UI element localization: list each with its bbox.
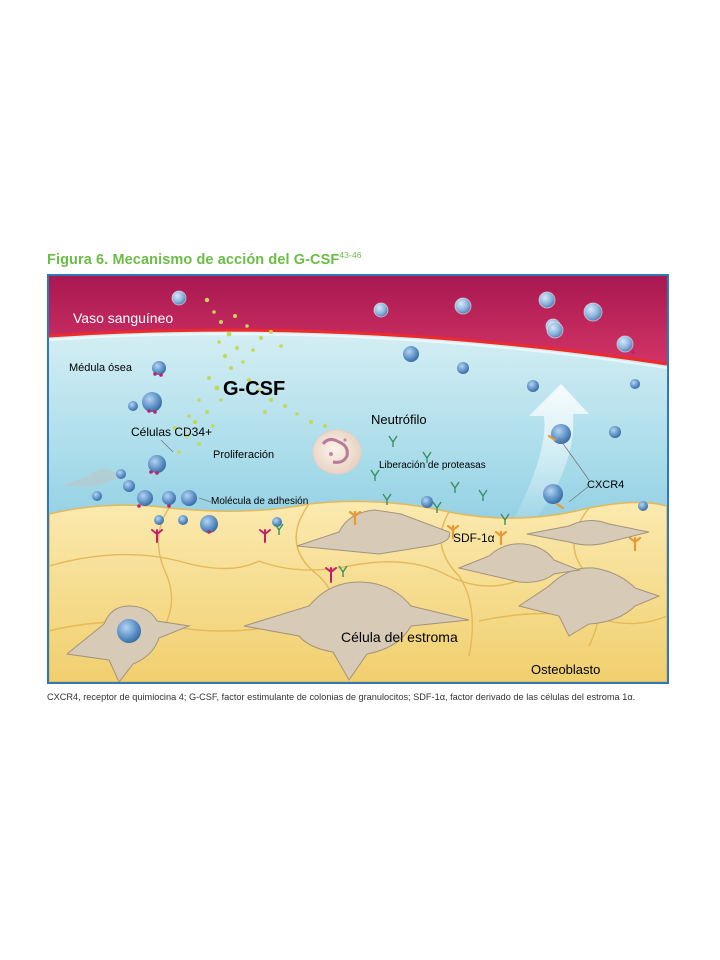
mobilization-arrow (504, 384, 589, 538)
adhesion-molecule-label: Molécula de adhesión (211, 496, 308, 507)
stromal-cell-upper (296, 509, 451, 555)
proteases (274, 435, 510, 577)
faint-stromal-cell (61, 468, 121, 486)
stromal-cell-label: Célula del estroma (341, 629, 458, 645)
figure-title-text: Figura 6. Mecanismo de acción del G-CSF (47, 252, 340, 268)
cd34-cells (92, 346, 648, 533)
stromal-cell-center (243, 581, 470, 681)
figure-caption: CXCR4, receptor de quimiocina 4; G-CSF, … (47, 692, 636, 702)
osteoblast-label: Osteoblasto (531, 662, 600, 677)
stromal-cell-left (65, 605, 191, 682)
stromal-cell-top-right (526, 520, 650, 546)
figure-frame: Vaso sanguíneo Médula ósea G-CSF Células… (47, 274, 669, 684)
protease-release-label: Liberación de proteasas (379, 460, 486, 471)
cxcr4-receptors (348, 434, 642, 552)
stromal-nucleus (117, 619, 141, 643)
leader-lines (160, 437, 590, 503)
adhesion-receptors (151, 529, 337, 583)
cd34-cells-label: Células CD34+ (131, 425, 212, 439)
circulating-cells (171, 290, 634, 353)
blood-vessel-label: Vaso sanguíneo (73, 310, 173, 326)
neutrophil-label: Neutrófilo (371, 412, 427, 427)
cxcr4-label: CXCR4 (587, 479, 624, 491)
bone-marrow-label: Médula ósea (69, 362, 133, 374)
vessel-wall (49, 328, 667, 366)
gcsf-label: G-CSF (223, 378, 285, 400)
figure-title: Figura 6. Mecanismo de acción del G-CSF4… (47, 250, 362, 268)
sdf1a-label: SDF-1α (453, 531, 495, 545)
adhesion-ligand-dots (137, 350, 635, 534)
figure-title-references: 43-46 (339, 250, 362, 260)
blood-vessel (49, 276, 667, 364)
neutrophil (312, 429, 362, 475)
mechanism-diagram: Vaso sanguíneo Médula ósea G-CSF Células… (49, 276, 667, 682)
proliferation-label: Proliferación (213, 449, 274, 461)
stromal-cell-mid-right (457, 543, 581, 583)
